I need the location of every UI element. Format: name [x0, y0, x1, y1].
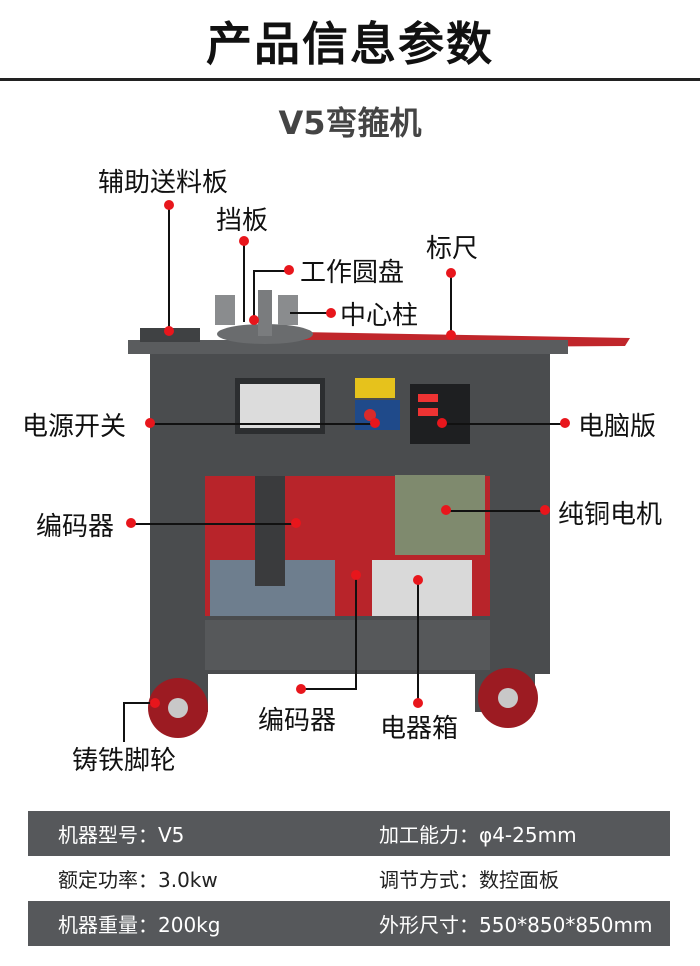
encoder-bottom-dot	[351, 570, 361, 580]
power-switch-leader	[150, 423, 375, 425]
ruler-leader	[450, 273, 452, 335]
electrical-box-leader	[417, 580, 419, 705]
callout-copper-motor: 纯铜电机	[558, 500, 663, 530]
wheel-leader-v	[123, 702, 125, 742]
spec-value: 200kg	[158, 913, 221, 937]
motor-leader	[445, 510, 545, 512]
center-post-dot	[326, 308, 336, 318]
work-disc-leader-v	[253, 270, 255, 318]
callout-feed-plate: 辅助送料板	[98, 168, 229, 198]
callout-ruler: 标尺	[426, 234, 479, 264]
spec-value: V5	[158, 823, 185, 847]
encoder-top-leader	[130, 523, 295, 525]
callout-electrical-box: 电器箱	[380, 714, 459, 744]
callout-computer-board: 电脑版	[578, 412, 657, 442]
baffle-end-dot	[249, 315, 259, 325]
encoder-bottom-leader-h	[300, 688, 357, 690]
title-divider	[0, 78, 700, 81]
spec-row: 机器型号：V5 加工能力：φ4-25mm	[28, 811, 670, 856]
callout-baffle: 挡板	[216, 206, 269, 236]
spec-cell: 加工能力：φ4-25mm	[349, 819, 670, 848]
motor-end-dot	[540, 505, 550, 515]
machine-diagram: 辅助送料板 挡板 工作圆盘 标尺 中心柱 电源开关 电脑版 编码器 纯铜电机 编…	[0, 150, 700, 790]
spec-label: 机器重量：	[58, 913, 158, 937]
ruler-dot	[446, 268, 456, 278]
model-name: V5弯箍机	[278, 104, 422, 142]
work-disc-dot	[284, 265, 294, 275]
power-switch-dot	[145, 418, 155, 428]
baffle-dot	[239, 236, 249, 246]
computer-board-dot	[437, 418, 447, 428]
callout-center-post: 中心柱	[340, 301, 419, 331]
spec-value: 数控面板	[479, 868, 559, 892]
spec-cell: 机器型号：V5	[28, 819, 349, 848]
computer-board-end-dot	[560, 418, 570, 428]
spec-label: 机器型号：	[58, 823, 158, 847]
spec-label: 外形尺寸：	[379, 913, 479, 937]
motor-dot	[441, 505, 451, 515]
spec-table: 机器型号：V5 加工能力：φ4-25mm 额定功率：3.0kw 调节方式：数控面…	[28, 811, 670, 946]
wheel-dot	[150, 698, 160, 708]
spec-row: 额定功率：3.0kw 调节方式：数控面板	[28, 856, 670, 901]
callout-encoder-bottom: 编码器	[258, 706, 337, 736]
feed-plate-dot	[164, 200, 174, 210]
spec-cell: 调节方式：数控面板	[349, 864, 670, 893]
encoder-top-dot	[126, 518, 136, 528]
baffle-leader	[243, 242, 245, 322]
spec-value: 3.0kw	[158, 868, 218, 892]
spec-value: φ4-25mm	[479, 823, 577, 847]
spec-label: 调节方式：	[379, 868, 479, 892]
power-switch-end-dot	[370, 418, 380, 428]
machine-illustration	[128, 290, 630, 738]
spec-label: 额定功率：	[58, 868, 158, 892]
encoder-bottom-end-dot	[296, 684, 306, 694]
feed-plate-end-dot	[164, 326, 174, 336]
feed-plate-leader	[168, 208, 170, 331]
spec-value: 550*850*850mm	[479, 913, 653, 937]
page-title: 产品信息参数	[206, 17, 494, 71]
center-post-leader	[290, 312, 330, 314]
wheel-leader-h	[123, 702, 155, 704]
electrical-box-dot	[413, 575, 423, 585]
work-disc-leader-h	[253, 270, 288, 272]
spec-label: 加工能力：	[379, 823, 479, 847]
ruler-end-dot	[446, 330, 456, 340]
electrical-box-end-dot	[413, 698, 423, 708]
spec-cell: 外形尺寸：550*850*850mm	[349, 909, 670, 938]
callout-power-switch: 电源开关	[22, 412, 127, 442]
encoder-bottom-leader-v	[355, 575, 357, 690]
callout-cast-wheel: 铸铁脚轮	[72, 746, 177, 776]
spec-row: 机器重量：200kg 外形尺寸：550*850*850mm	[28, 901, 670, 946]
encoder-top-end-dot	[291, 518, 301, 528]
spec-cell: 额定功率：3.0kw	[28, 864, 349, 893]
callout-encoder-top: 编码器	[36, 512, 115, 542]
spec-cell: 机器重量：200kg	[28, 909, 349, 938]
callout-work-disc: 工作圆盘	[300, 258, 405, 288]
computer-board-leader	[440, 423, 564, 425]
